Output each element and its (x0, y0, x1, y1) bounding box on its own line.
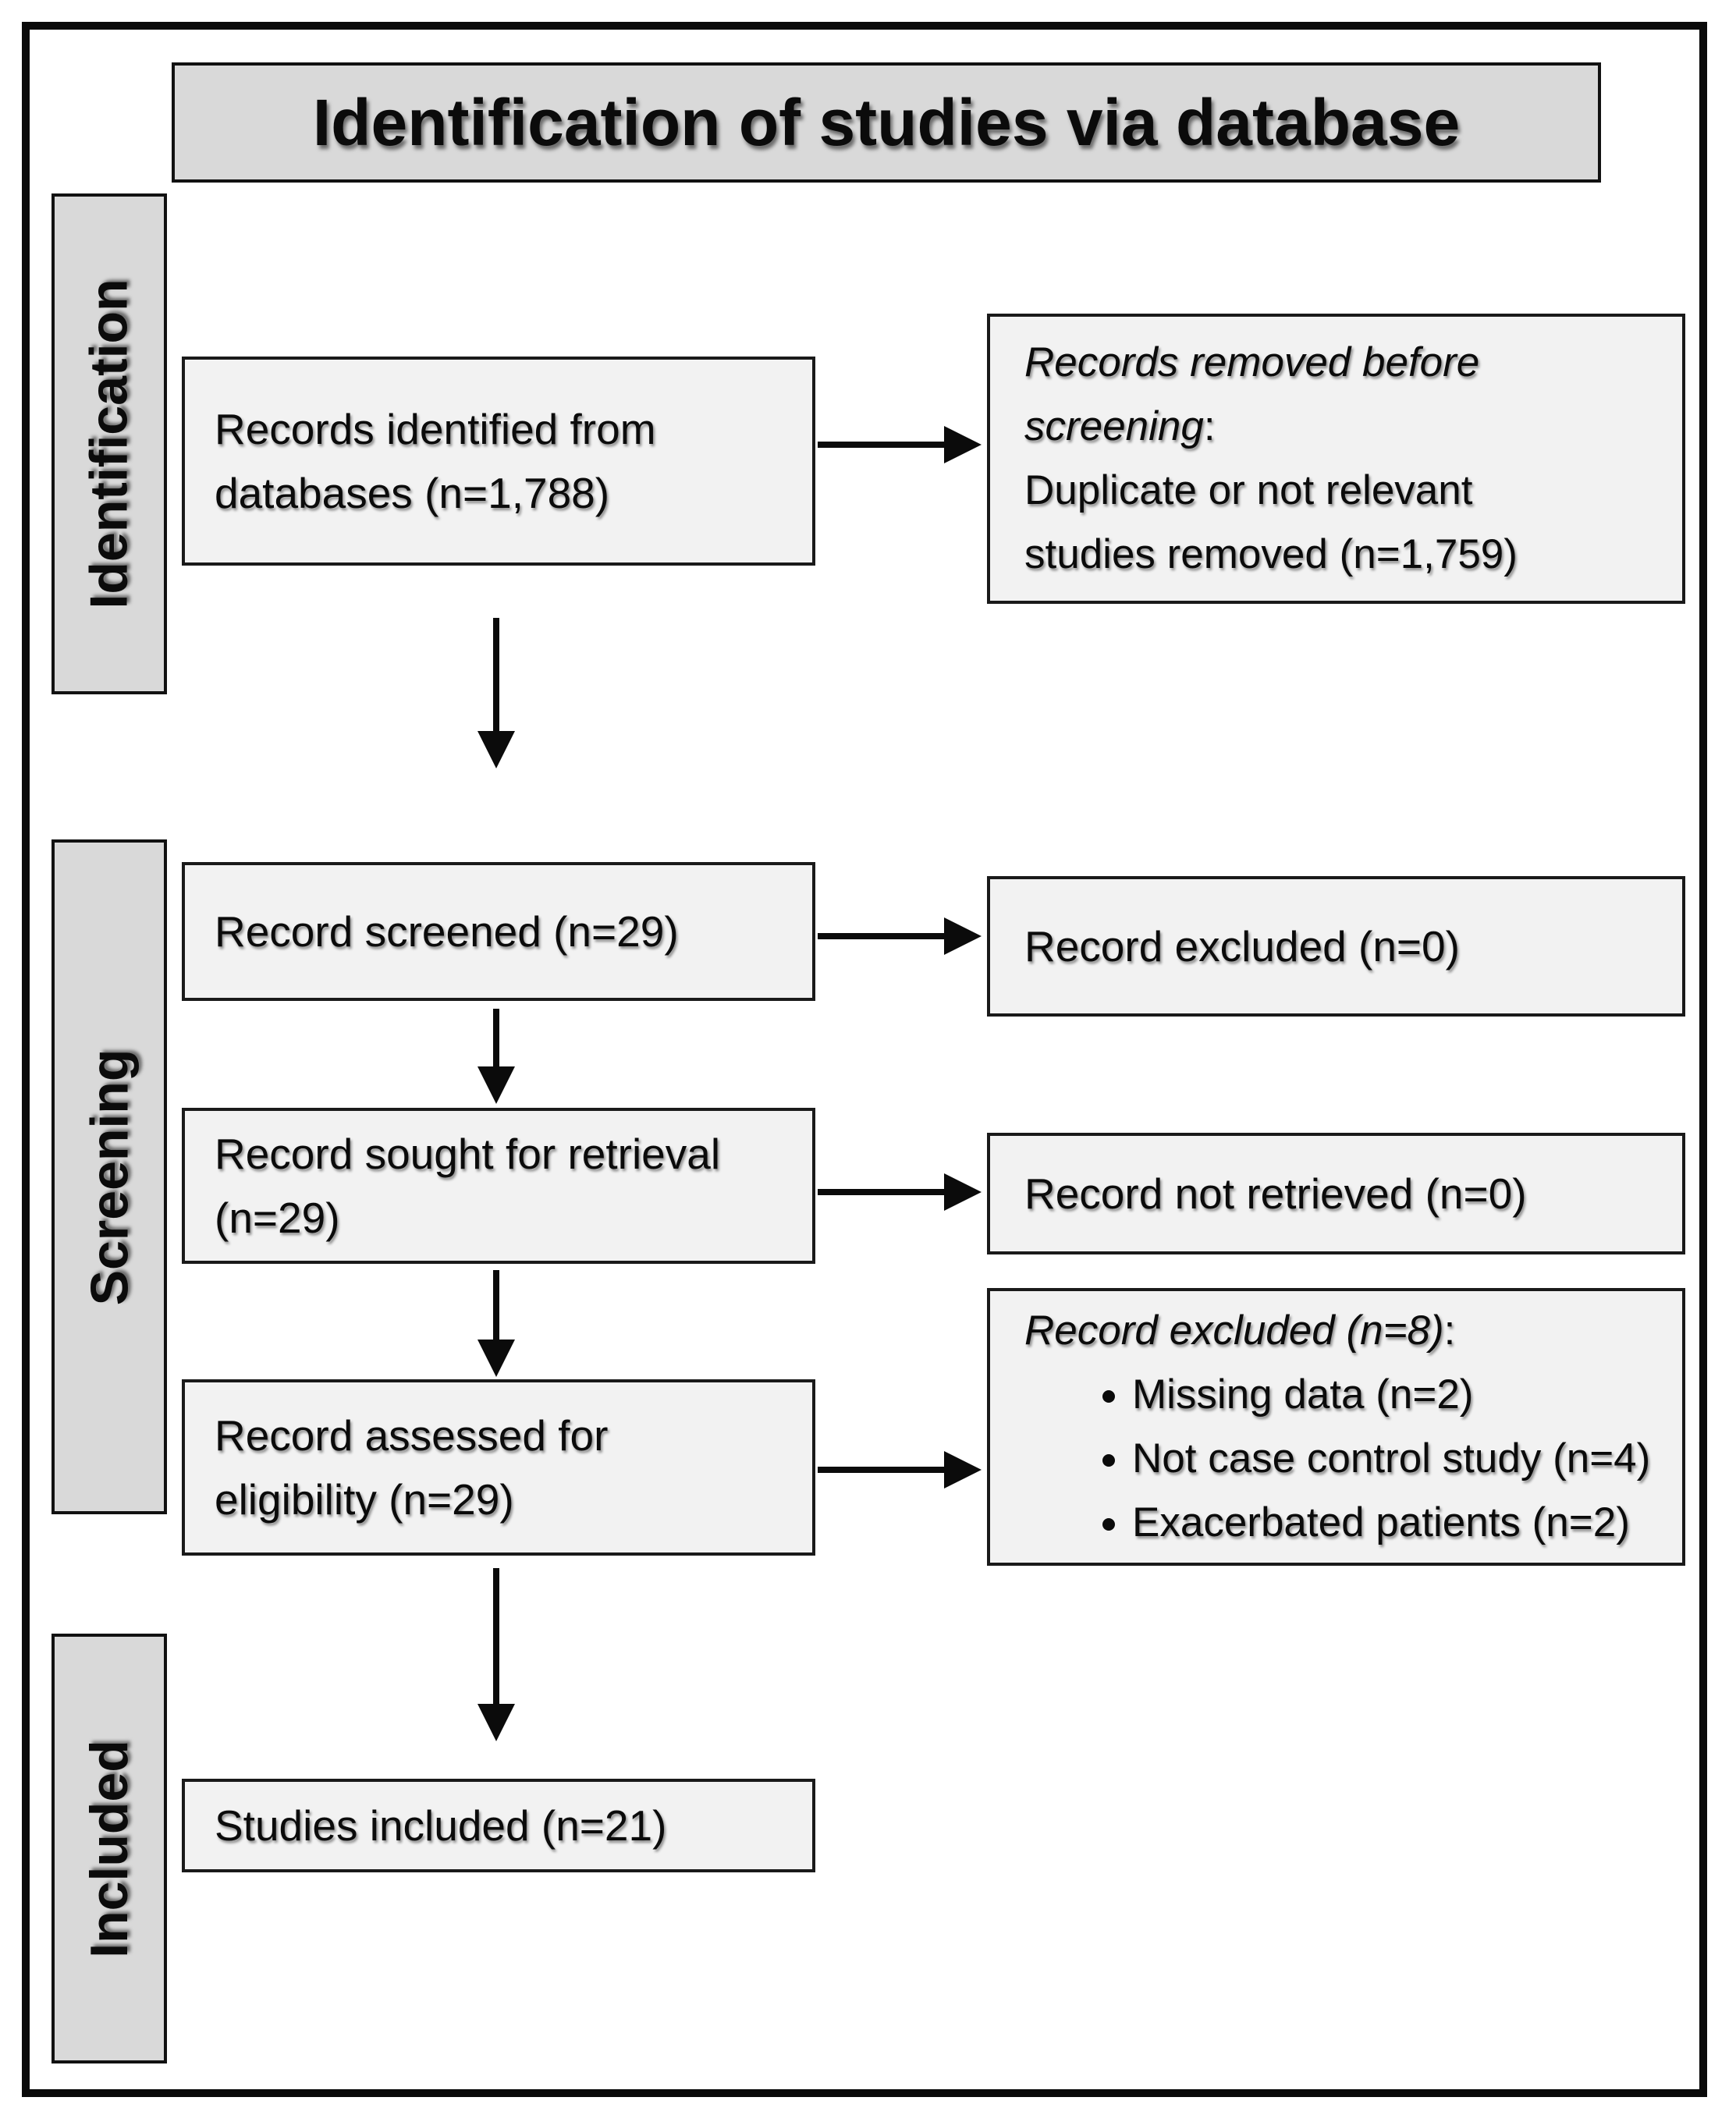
italic-heading-text: Records removed before (1024, 339, 1480, 385)
stage-label-screening: Screening (51, 839, 167, 1514)
title-banner: Identification of studies via database (172, 62, 1601, 183)
box-record-sought: Record sought for retrieval (n=29) (182, 1108, 815, 1264)
box-text-line: databases (n=1,788) (215, 469, 610, 517)
italic-heading-text: screening (1024, 403, 1204, 449)
box-studies-included: Studies included (n=21) (182, 1779, 815, 1872)
stage-label-text: Identification (80, 279, 140, 609)
exclusion-reason-list: Missing data (n=2) Not case control stud… (1024, 1363, 1667, 1555)
box-text-line: eligibility (n=29) (215, 1475, 514, 1524)
box-record-not-retrieved: Record not retrieved (n=0) (987, 1133, 1685, 1254)
box-text-line: Records removed before (1024, 331, 1667, 395)
box-text-line: Duplicate or not relevant (1024, 467, 1473, 513)
heading-colon: : (1203, 403, 1216, 449)
exclusion-reason-item: Not case control study (n=4) (1132, 1427, 1667, 1491)
exclusion-reason-item: Missing data (n=2) (1132, 1363, 1667, 1427)
box-text-line: Records identified from (215, 404, 656, 453)
stage-label-text: Included (80, 1739, 140, 1958)
stage-label-identification: Identification (51, 193, 167, 694)
exclusion-reason-item: Exacerbated patients (n=2) (1132, 1491, 1667, 1555)
heading-colon: : (1443, 1307, 1456, 1354)
box-record-excluded-0: Record excluded (n=0) (987, 876, 1685, 1017)
stage-label-included: Included (51, 1634, 167, 2063)
box-text-line: Record assessed for (215, 1411, 609, 1460)
box-text-line: Record sought for retrieval (215, 1129, 721, 1178)
box-record-screened: Record screened (n=29) (182, 862, 815, 1001)
box-records-removed: Records removed before screening: Duplic… (987, 314, 1685, 604)
box-text-line: screening: (1024, 395, 1667, 459)
box-text-line: Record excluded (n=0) (1024, 921, 1460, 971)
box-text-line: Record screened (n=29) (215, 907, 679, 956)
box-text-line: Record not retrieved (n=0) (1024, 1169, 1527, 1218)
title-text: Identification of studies via database (312, 85, 1461, 159)
box-text-line: Studies included (n=21) (215, 1801, 667, 1850)
diagram-border (22, 22, 1707, 2097)
box-text-line: Record excluded (n=8): (1024, 1299, 1667, 1363)
box-text-line: (n=29) (215, 1194, 340, 1242)
box-text-line: studies removed (n=1,759) (1024, 531, 1518, 578)
box-record-assessed: Record assessed for eligibility (n=29) (182, 1379, 815, 1556)
stage-label-text: Screening (80, 1049, 139, 1305)
box-record-excluded-8: Record excluded (n=8): Missing data (n=2… (987, 1288, 1685, 1566)
italic-heading-text: Record excluded (n=8) (1024, 1307, 1444, 1354)
box-records-identified: Records identified from databases (n=1,7… (182, 357, 815, 566)
